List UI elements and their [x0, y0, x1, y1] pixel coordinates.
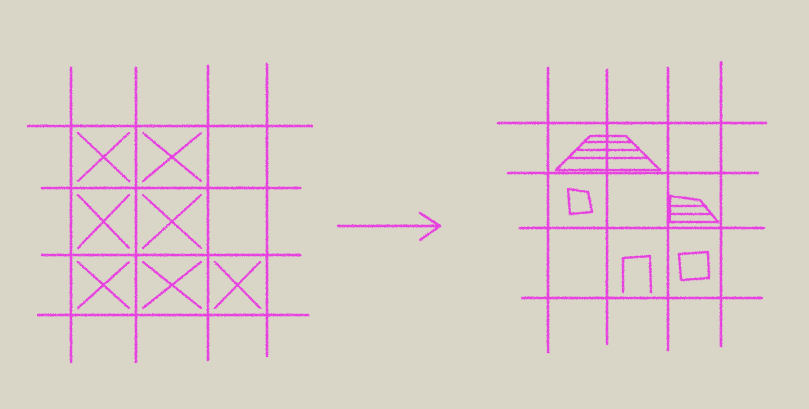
door [621, 254, 653, 294]
right-arrow [336, 211, 442, 242]
cross-mark-r1-c1 [76, 131, 131, 183]
cross-stroke [141, 260, 203, 310]
cross-stroke [76, 260, 131, 310]
arrow-head [418, 211, 442, 242]
window-left [566, 187, 594, 216]
house-drawing [554, 134, 720, 294]
cross-mark-r1-c2 [141, 131, 203, 183]
left-grid [26, 62, 314, 364]
window-right [677, 250, 711, 282]
cross-mark-r3-c3 [213, 260, 262, 310]
cross-mark-r3-c2 [141, 260, 203, 310]
cross-mark-r2-c2 [141, 193, 203, 250]
right-grid [496, 60, 768, 354]
cross-stroke [76, 131, 131, 183]
cross-stroke [141, 193, 203, 250]
cross-mark-r2-c1 [76, 193, 131, 250]
cross-stroke [213, 260, 262, 310]
cross-stroke [76, 193, 131, 250]
main-roof [554, 134, 662, 172]
side-roof [668, 194, 720, 224]
left-grid-crosses [76, 131, 262, 310]
cross-mark-r3-c1 [76, 260, 131, 310]
cross-stroke [141, 131, 203, 183]
